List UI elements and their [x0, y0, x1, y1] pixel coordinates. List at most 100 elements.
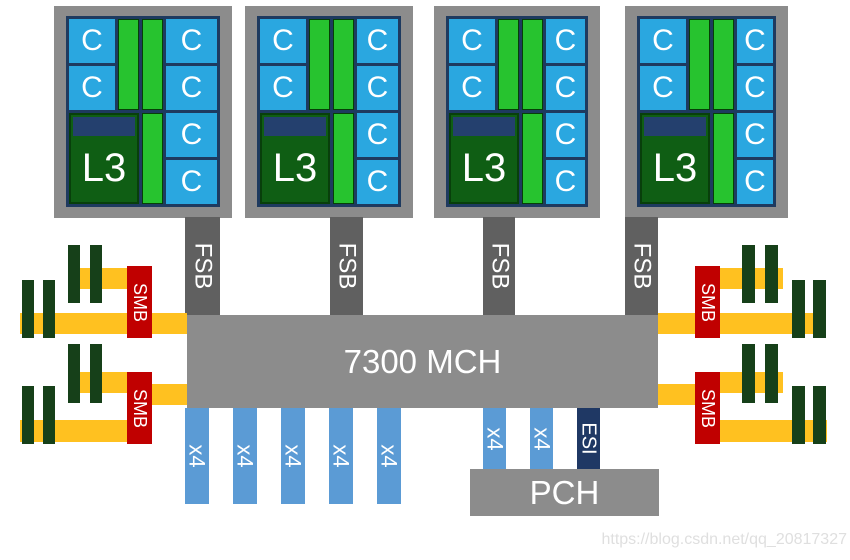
cpu-core: C	[546, 19, 585, 63]
cpu-package-2: C C C C L3 C C	[245, 6, 413, 218]
fsb-label: FSB	[189, 242, 217, 290]
smb-chip-left-2: SMB	[127, 372, 152, 444]
cpu-package-4: C C C C L3 C C	[625, 6, 788, 218]
cpu-core: C	[546, 113, 585, 157]
l3-cache-block: L3	[640, 113, 710, 204]
smb-chip-left-1: SMB	[127, 266, 152, 338]
cpu-core: C	[69, 66, 115, 110]
cpu-core: C	[737, 19, 773, 63]
dimm-module	[765, 245, 778, 303]
l2-cache-strip	[333, 19, 354, 110]
pcie-x4-lane: x4	[377, 408, 401, 504]
dimm-module	[813, 386, 826, 444]
cpu-core: C	[737, 160, 773, 204]
pch-label: PCH	[529, 473, 600, 511]
cpu-core: C	[449, 19, 495, 63]
dimm-module	[90, 245, 102, 303]
cpu-core: C	[546, 160, 585, 204]
pcie-x4-label: x4	[530, 426, 553, 451]
cpu-core: C	[640, 66, 686, 110]
cpu-core: C	[546, 66, 585, 110]
l2-cache-strip	[142, 19, 163, 110]
uncore-bar	[644, 117, 706, 136]
l2-cache-strip	[498, 19, 519, 110]
dimm-module	[22, 386, 34, 444]
smb-chip-right-1: SMB	[695, 266, 720, 338]
cpu-core: C	[260, 19, 306, 63]
cpu-core: C	[357, 113, 398, 157]
fsb-bus-2: FSB	[330, 217, 363, 315]
dimm-module	[68, 245, 80, 303]
smb-label: SMB	[130, 282, 151, 322]
uncore-bar	[453, 117, 515, 136]
l3-label: L3	[81, 145, 127, 190]
l2-cache-strip	[713, 113, 734, 204]
cpu-core: C	[166, 66, 217, 110]
smb-label: SMB	[130, 388, 151, 428]
cpu-core: C	[357, 160, 398, 204]
cpu-core: C	[449, 66, 495, 110]
dimm-module	[813, 280, 826, 338]
pcie-x4-lane: x4	[530, 408, 553, 469]
pcie-x4-label: x4	[233, 444, 257, 468]
smb-label: SMB	[698, 282, 719, 322]
l2-cache-strip	[118, 19, 139, 110]
smb-chip-right-2: SMB	[695, 372, 720, 444]
dimm-module	[90, 344, 102, 403]
l2-cache-strip	[522, 19, 543, 110]
l2-cache-strip	[689, 19, 710, 110]
cpu-core: C	[260, 66, 306, 110]
l3-cache-block: L3	[449, 113, 519, 204]
dimm-module	[22, 280, 34, 338]
l3-label: L3	[652, 145, 698, 190]
l3-cache-block: L3	[69, 113, 139, 204]
dimm-module	[43, 386, 55, 444]
cpu-core: C	[69, 19, 115, 63]
dimm-module	[43, 280, 55, 338]
fsb-bus-1: FSB	[185, 217, 220, 315]
cpu-core: C	[357, 66, 398, 110]
fsb-label: FSB	[486, 242, 513, 290]
smb-label: SMB	[698, 388, 719, 428]
fsb-label: FSB	[628, 242, 656, 290]
cpu-core: C	[640, 19, 686, 63]
l3-label: L3	[461, 145, 507, 190]
mch-chip: 7300 MCH	[187, 315, 658, 408]
dimm-module	[765, 344, 778, 403]
pcie-x4-lane: x4	[483, 408, 506, 469]
uncore-bar	[264, 117, 326, 136]
dimm-module	[792, 280, 805, 338]
esi-link: ESI	[577, 408, 600, 469]
pcie-x4-label: x4	[483, 426, 506, 451]
dimm-module	[742, 245, 755, 303]
dimm-module	[68, 344, 80, 403]
cpu-die: C C C C L3 C C	[446, 16, 588, 207]
l2-cache-strip	[333, 113, 354, 204]
cpu-core: C	[166, 160, 217, 204]
cpu-package-3: C C C C L3 C C	[434, 6, 600, 218]
l2-cache-strip	[713, 19, 734, 110]
cpu-core: C	[166, 19, 217, 63]
cpu-core: C	[357, 19, 398, 63]
pcie-x4-lane: x4	[281, 408, 305, 504]
l2-cache-strip	[142, 113, 163, 204]
memory-channel	[658, 384, 695, 405]
fsb-bus-4: FSB	[625, 217, 658, 315]
pcie-x4-label: x4	[377, 444, 401, 468]
dimm-module	[742, 344, 755, 403]
mch-label: 7300 MCH	[343, 342, 502, 380]
pcie-x4-lane: x4	[185, 408, 209, 504]
cpu-core: C	[737, 66, 773, 110]
pcie-x4-lane: x4	[233, 408, 257, 504]
fsb-label: FSB	[333, 242, 361, 290]
memory-channel	[152, 384, 187, 405]
pcie-x4-label: x4	[329, 444, 353, 468]
dimm-module	[792, 386, 805, 444]
cpu-die: C C C C L3 C C	[66, 16, 220, 207]
watermark: https://blog.csdn.net/qq_20817327	[601, 531, 847, 548]
pcie-x4-lane: x4	[329, 408, 353, 504]
cpu-die: C C C C L3 C C	[637, 16, 776, 207]
l2-cache-strip	[522, 113, 543, 204]
cpu-die: C C C C L3 C C	[257, 16, 401, 207]
